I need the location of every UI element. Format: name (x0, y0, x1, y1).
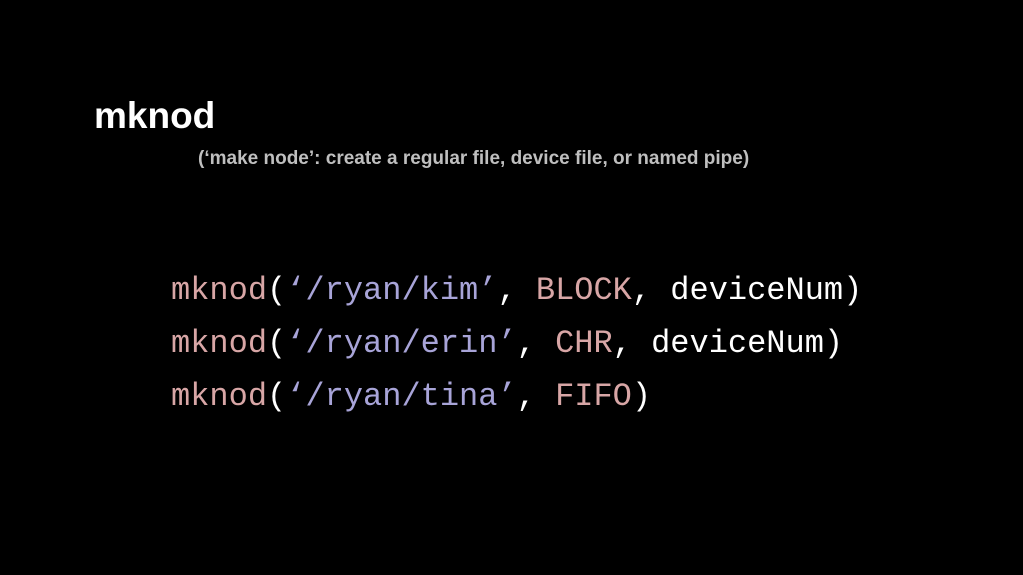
code-close-paren: ) (631, 378, 652, 415)
code-function-name: mknod (171, 272, 268, 309)
slide-subtitle: (‘make node’: create a regular file, dev… (198, 148, 750, 169)
code-open-paren: ( (267, 325, 287, 362)
code-function-name: mknod (171, 325, 268, 362)
code-separator: , (516, 325, 556, 362)
code-type-constant: FIFO (555, 378, 632, 415)
code-open-paren: ( (267, 378, 287, 415)
code-line-fifo: mknod(‘/ryan/tina’, FIFO) (171, 376, 991, 418)
code-separator: , (631, 272, 652, 309)
code-device-arg: deviceNum) (631, 325, 844, 362)
code-path-literal: ‘/ryan/erin’ (286, 325, 517, 362)
code-line-block: mknod(‘/ryan/kim’, BLOCK, deviceNum) (171, 270, 991, 312)
slide-title: mknod (94, 95, 216, 136)
code-path-literal: ‘/ryan/kim’ (286, 272, 498, 309)
code-separator: , (497, 272, 536, 309)
code-open-paren: ( (267, 272, 287, 309)
code-function-name: mknod (171, 378, 268, 415)
code-device-arg: deviceNum) (651, 272, 863, 309)
code-separator: , (612, 325, 632, 362)
code-path-literal: ‘/ryan/tina’ (286, 378, 517, 415)
code-type-constant: BLOCK (535, 272, 632, 309)
code-line-chr: mknod(‘/ryan/erin’, CHR, deviceNum) (171, 323, 991, 365)
code-block: mknod(‘/ryan/kim’, BLOCK, deviceNum) mkn… (171, 270, 991, 418)
code-type-constant: CHR (555, 325, 613, 362)
code-separator: , (516, 378, 556, 415)
